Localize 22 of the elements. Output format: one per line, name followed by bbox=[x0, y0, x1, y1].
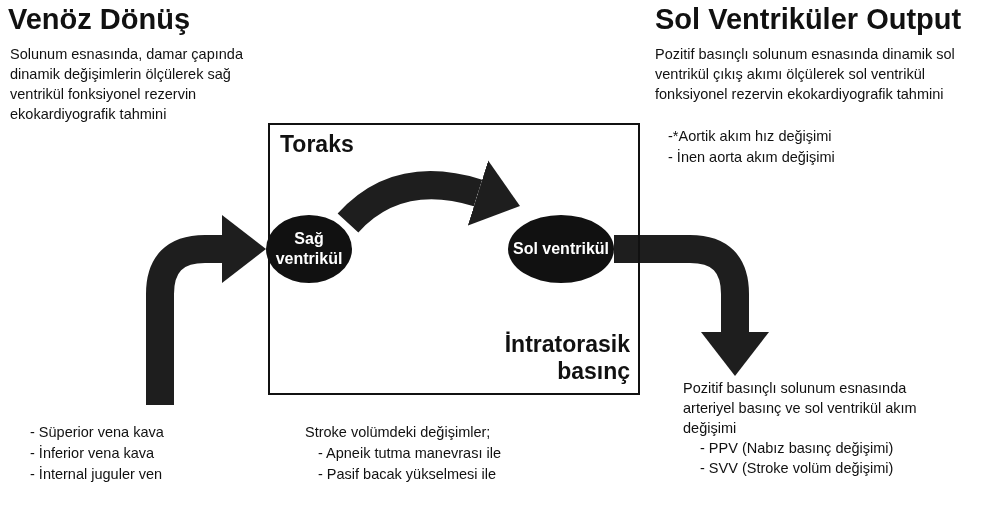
heading: Venöz Dönüş bbox=[8, 2, 191, 36]
thorax-box bbox=[268, 123, 640, 395]
description-text: Pozitif basınçlı solunum esnasında arteriyel basınç ve sol ventrikül akım değişimi bbox=[683, 379, 918, 438]
list-item: - PPV (Nabız basınç değişimi) bbox=[700, 439, 894, 458]
list-item: - SVV (Stroke volüm değişimi) bbox=[700, 459, 894, 478]
description-text: Solunum esnasında, damar çapında dinamik değişimlerin ölçülerek sağ ventrikül fonksiyonel rezervin ekokardiyografik tahmini bbox=[10, 45, 244, 124]
ventricle-ellipse: Sol ventrikül bbox=[508, 215, 614, 283]
ventricle-ellipse: Sağ ventrikül bbox=[266, 215, 352, 283]
region-title: İntratorasik basınç bbox=[503, 331, 630, 385]
list-item: - Süperior vena kava bbox=[30, 423, 164, 442]
list-item: - İnternal juguler ven bbox=[30, 465, 163, 484]
list-item: - İnferior vena kava bbox=[30, 444, 155, 463]
list-item: -*Aortik akım hız değişimi bbox=[668, 127, 832, 146]
description-text: Pozitif basınçlı solunum esnasında dinamik sol ventrikül çıkış akımı ölçülerek sol ventrikül fonksiyonel rezervin ekokardiyografik tahmini bbox=[655, 45, 956, 104]
list-item: - Apneik tutma manevrası ile bbox=[318, 444, 501, 463]
curved-arrow bbox=[146, 215, 266, 405]
list-item: - Pasif bacak yükselmesi ile bbox=[318, 465, 497, 484]
note-text: Stroke volümdeki değişimler; bbox=[305, 423, 491, 442]
list-item: - İnen aorta akım değişimi bbox=[668, 148, 835, 167]
curved-arrow bbox=[614, 235, 769, 376]
heading: Sol Ventriküler Output bbox=[655, 2, 962, 36]
region-title: Toraks bbox=[280, 131, 354, 158]
